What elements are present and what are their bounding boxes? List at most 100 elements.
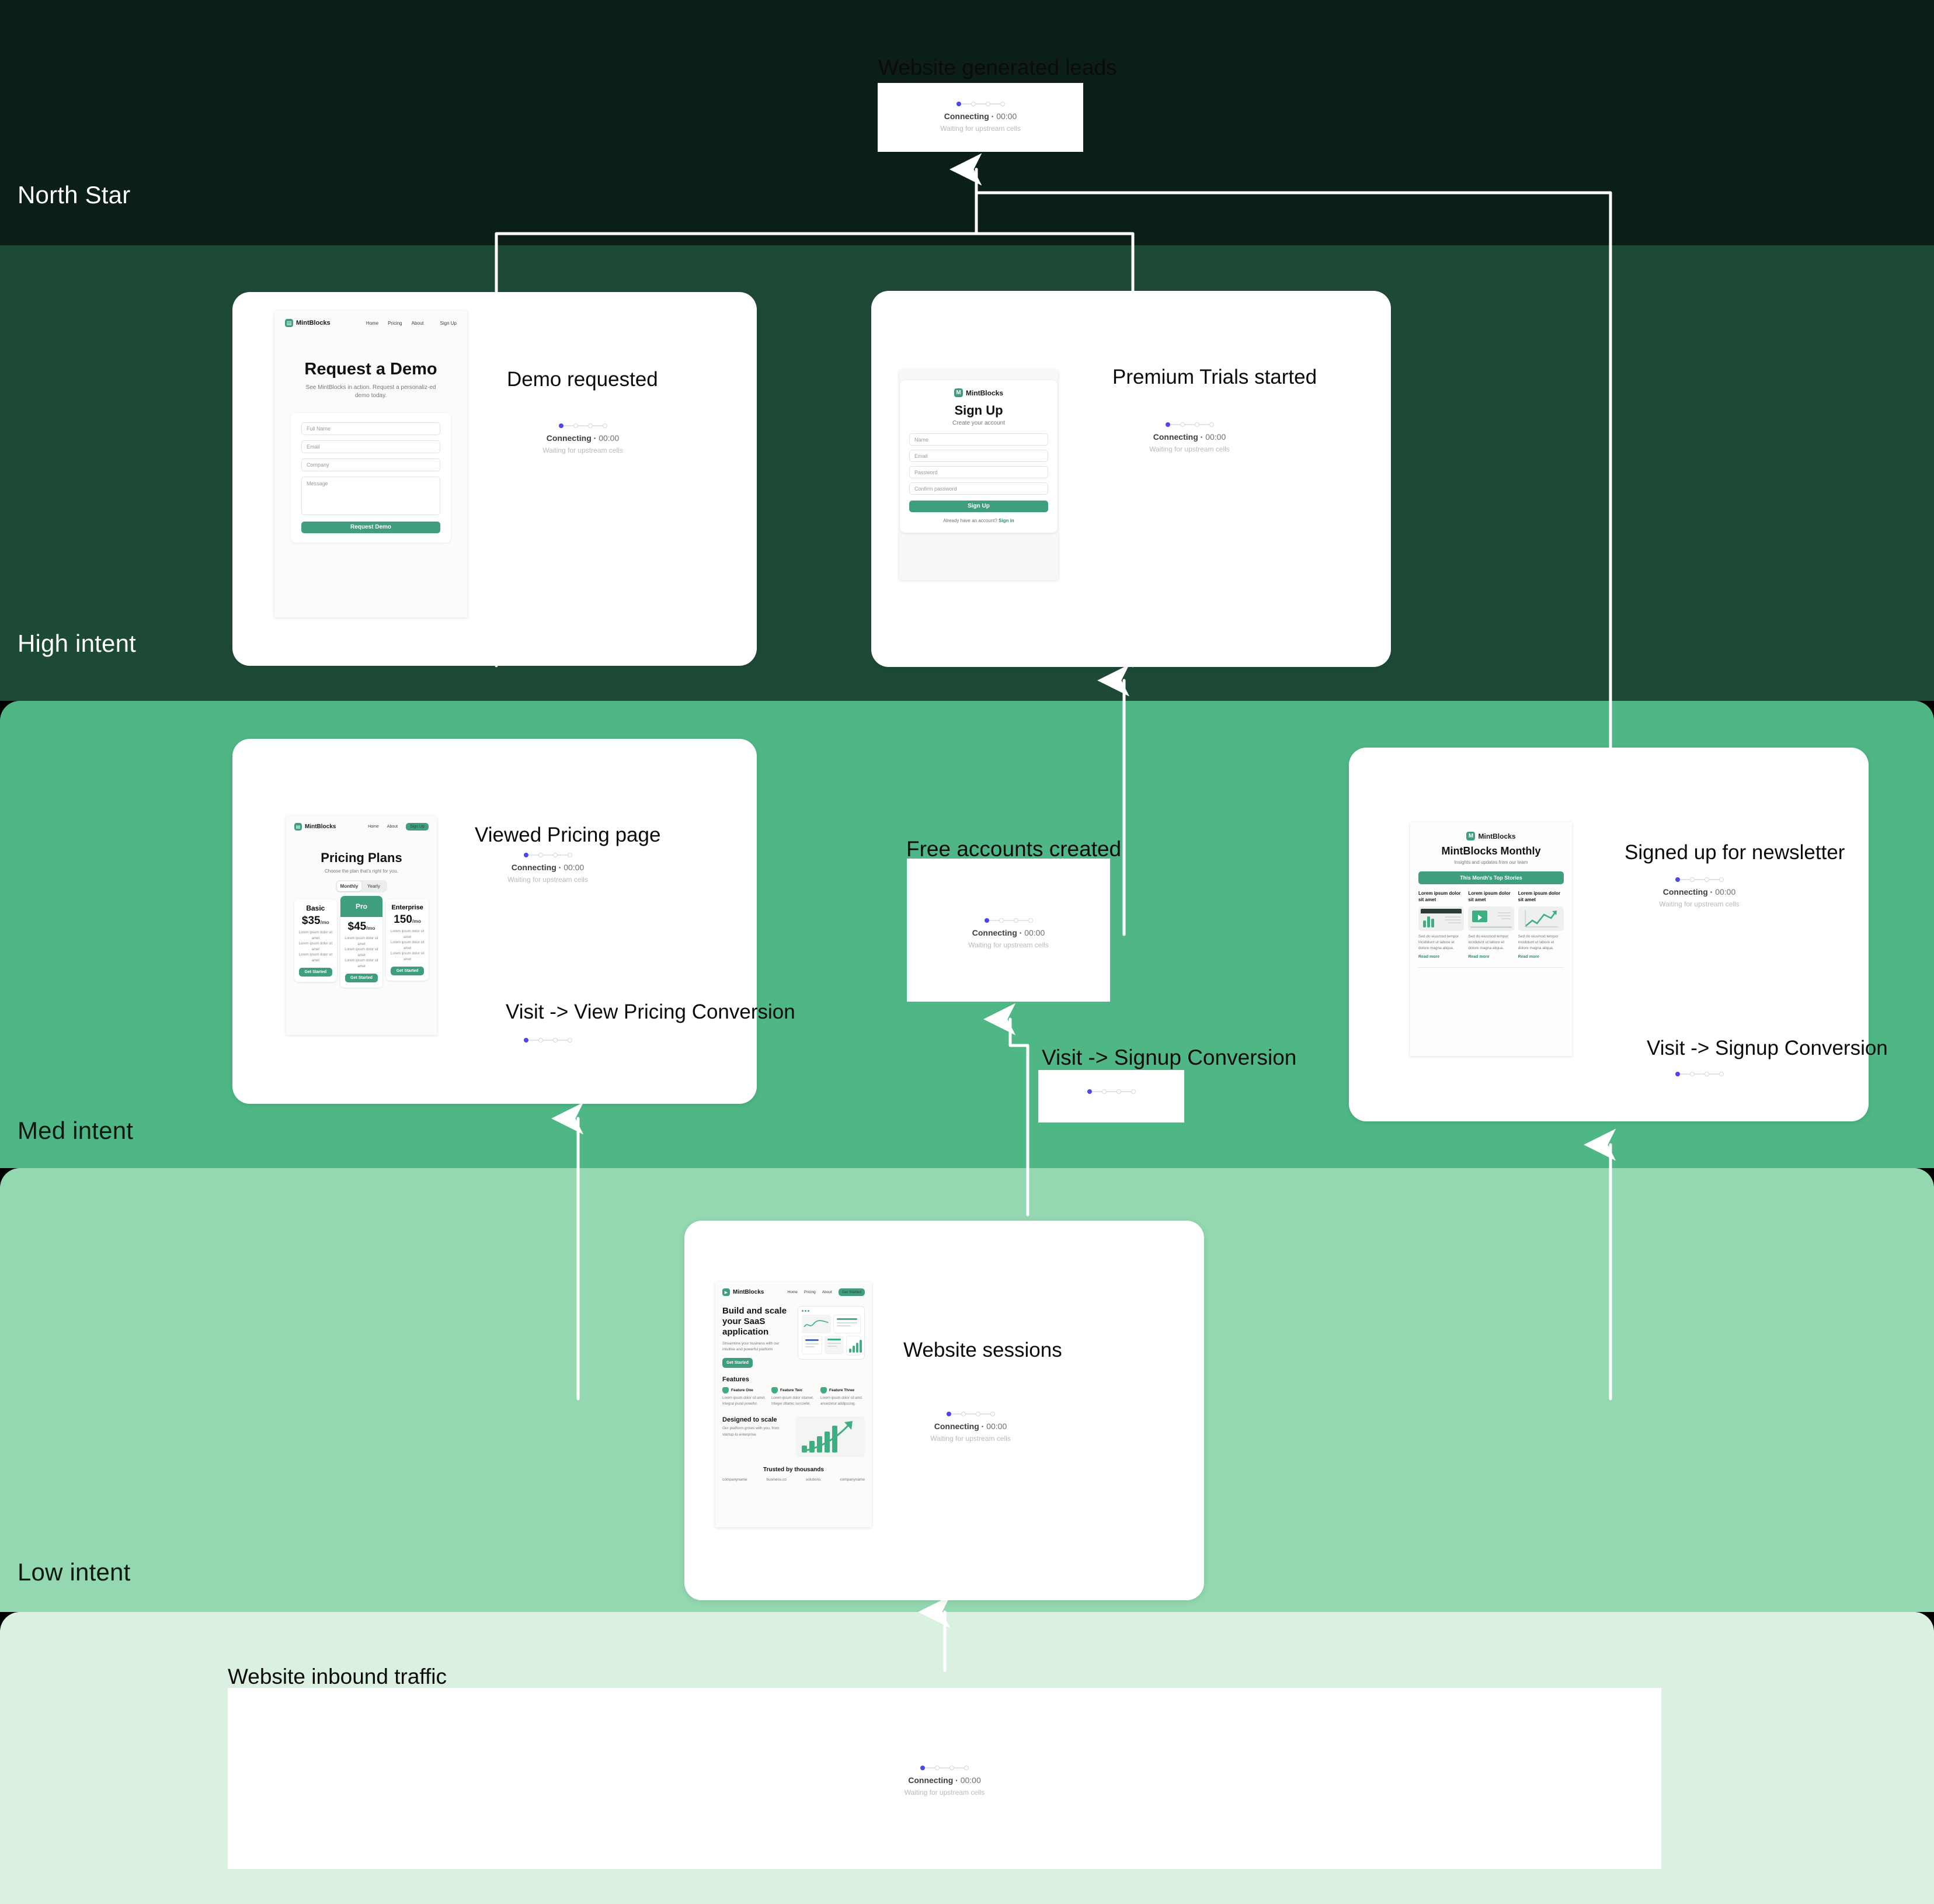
panel-website-generated-leads[interactable]: Connecting · 00:00 Waiting for upstream … (878, 83, 1083, 152)
feature-body: Lorem ipsum dolor sitamet. Integer ditam… (771, 1396, 814, 1406)
story-title: Lorem ipsum dolor sit amet (1468, 891, 1511, 902)
mock-subheading: Insights and updates from our team (1454, 860, 1528, 865)
logo-companyname-2: companyname (840, 1478, 865, 1482)
node-demo-requested[interactable]: Demo requested Connecting · 00:00 Waitin… (232, 292, 757, 666)
mock-request-demo-page[interactable]: ▤ MintBlocks Home Pricing About Sign Up … (274, 311, 467, 617)
band-label-med-intent: Med intent (18, 1117, 134, 1144)
plan-feature: Lorem ipsum dolor sit amet (391, 941, 425, 950)
toggle-monthly[interactable]: Monthly (337, 881, 361, 891)
progress-dots-icon (878, 102, 1083, 106)
node-title-free-accounts: Free accounts created (906, 837, 1122, 861)
field-name[interactable]: Name (909, 433, 1048, 446)
plan-cta-button[interactable]: Get Started (345, 973, 378, 982)
node-title-premium-trials: Premium Trials started (1112, 366, 1317, 388)
status-free-accounts: Connecting · 00:00 Waiting for upstream … (907, 918, 1110, 949)
status-timer: 00:00 (996, 112, 1017, 121)
node-viewed-pricing[interactable]: Viewed Pricing page Connecting · 00:00 W… (232, 739, 795, 1104)
signup-button[interactable]: Sign Up (909, 501, 1048, 512)
field-company[interactable]: Company (301, 458, 440, 471)
mock-pricing-page[interactable]: ▤ MintBlocks Home About Sign Up Pricing … (286, 816, 437, 1035)
field-confirm-password[interactable]: Confirm password (909, 482, 1048, 495)
status-sub: Waiting for upstream cells (542, 446, 623, 454)
logo-companyname: companyname (722, 1478, 747, 1482)
story-item[interactable]: Lorem ipsum dolor sit amet Sed do eiusmo… (1518, 891, 1564, 959)
progress-dots-icon (907, 918, 1110, 923)
band-label-high-intent: High intent (18, 630, 136, 657)
mintblocks-logo-icon: M (1466, 832, 1476, 840)
mintblocks-logo-icon: ▤ (294, 823, 302, 831)
mock-nav-about[interactable]: About (387, 825, 398, 829)
plan-feature: Lorem ipsum dolor sit amet (298, 931, 333, 940)
progress-dots-icon (495, 423, 670, 428)
mock-signup-page[interactable]: M MintBlocks Sign Up Create your account… (899, 370, 1058, 580)
mock-nav-home[interactable]: Home (787, 1290, 798, 1294)
plan-feature: Lorem ipsum dolor sit amet (298, 942, 333, 951)
status-view-pricing-conversion (460, 1038, 635, 1048)
mock-nav-home[interactable]: Home (368, 825, 379, 829)
progress-dots-icon (228, 1766, 1661, 1770)
metric-title-signup-conversion-mid: Visit -> Signup Conversion (1042, 1045, 1297, 1069)
field-email[interactable]: Email (909, 450, 1048, 462)
signin-link[interactable]: Sign in (999, 518, 1014, 523)
plan-feature: Lorem ipsum dolor sit amet (345, 937, 378, 946)
plan-card-basic[interactable]: Basic $35/mo Lorem ipsum dolor sit amet … (294, 899, 337, 982)
mock-nav-about[interactable]: About (822, 1290, 832, 1294)
features-heading: Features (722, 1376, 749, 1384)
feature-item: Feature Two Lorem ipsum dolor sitamet. I… (771, 1387, 816, 1407)
status-signup-conversion-newsletter (1612, 1072, 1787, 1082)
node-premium-trials[interactable]: Premium Trials started Connecting · 00:0… (871, 291, 1391, 667)
story-body: Sed do eiusmod tempor incididunt ut labo… (1418, 934, 1459, 951)
hero-subheading: Streamline your business with our intuit… (722, 1342, 780, 1352)
panel-signup-conversion-mid[interactable] (1038, 1070, 1184, 1123)
panel-inbound-traffic[interactable]: Connecting · 00:00 Waiting for upstream … (228, 1688, 1661, 1869)
node-title-website-generated-leads: Website generated leads (878, 55, 1117, 79)
mock-nav-signup[interactable]: Sign Up (440, 320, 457, 326)
status-newsletter: Connecting · 00:00 Waiting for upstream … (1612, 877, 1787, 908)
mock-nav-home[interactable]: Home (366, 320, 379, 326)
mock-signup-button[interactable]: Sign Up (406, 823, 429, 831)
status-website-generated-leads: Connecting · 00:00 Waiting for upstream … (878, 102, 1083, 133)
mock-get-started-button[interactable]: Get Started (838, 1288, 865, 1296)
request-demo-button[interactable]: Request Demo (301, 522, 440, 533)
trend-line-icon (1518, 906, 1564, 931)
trusted-heading: Trusted by thousands (763, 1467, 824, 1474)
scale-heading: Designed to scale (722, 1416, 777, 1424)
mock-nav-about[interactable]: About (411, 320, 424, 326)
plan-cta-button[interactable]: Get Started (391, 966, 425, 975)
field-password[interactable]: Password (909, 466, 1048, 478)
node-newsletter[interactable]: Signed up for newsletter Connecting · 00… (1349, 748, 1888, 1121)
mock-nav-pricing[interactable]: Pricing (803, 1290, 816, 1294)
band-label-north-star: North Star (18, 181, 131, 209)
plan-card-pro[interactable]: Pro $45/mo Lorem ipsum dolor sit amet Lo… (340, 896, 383, 988)
story-item[interactable]: Lorem ipsum dolor sit amet Sed do eiusmo… (1468, 891, 1514, 959)
top-stories-banner[interactable]: This Month's Top Stories (1418, 871, 1564, 884)
plan-cta-button[interactable]: Get Started (299, 967, 332, 977)
hero-cta-button[interactable]: Get Started (722, 1358, 753, 1368)
scale-body: Our platform grows with you, from startu… (722, 1426, 780, 1437)
hero-heading: Build and scale your SaaS application (722, 1306, 787, 1337)
read-more-link[interactable]: Read more (1468, 954, 1490, 959)
plan-card-enterprise[interactable]: Enterprise 150/mo Lorem ipsum dolor sit … (386, 899, 429, 981)
mock-nav-pricing[interactable]: Pricing (388, 320, 402, 326)
toggle-yearly[interactable]: Yearly (367, 884, 380, 889)
status-premium-trials: Connecting · 00:00 Waiting for upstream … (1102, 422, 1277, 453)
mock-subheading: Choose the plan that's right for you. (324, 868, 399, 874)
billing-period-toggle[interactable]: Monthly Yearly (336, 880, 387, 892)
mock-brand: ▤ MintBlocks (294, 823, 336, 831)
status-main: Connecting (934, 1422, 979, 1431)
mock-heading: MintBlocks Monthly (1441, 845, 1541, 857)
plan-period: /mo (412, 918, 422, 924)
story-title: Lorem ipsum dolor sit amet (1518, 891, 1561, 902)
read-more-link[interactable]: Read more (1518, 954, 1539, 959)
field-message[interactable]: Message (301, 477, 440, 515)
panel-free-accounts[interactable]: Connecting · 00:00 Waiting for upstream … (907, 859, 1110, 1002)
mock-newsletter-email[interactable]: M MintBlocks MintBlocks Monthly Insights… (1410, 822, 1572, 1056)
read-more-link[interactable]: Read more (1418, 954, 1440, 959)
story-item[interactable]: Lorem ipsum dolor sit amet Sed do eiusmo… (1418, 891, 1465, 959)
node-website-sessions[interactable]: Website sessions Connecting · 00:00 Wait… (684, 1221, 1204, 1600)
mock-landing-page[interactable]: ▶ MintBlocks Home Pricing About Get Star… (715, 1282, 872, 1527)
field-email[interactable]: Email (301, 440, 440, 453)
field-full-name[interactable]: Full Name (301, 422, 440, 435)
plan-feature: Lorem ipsum dolor sit amet (391, 952, 425, 961)
status-main: Connecting (972, 928, 1017, 937)
